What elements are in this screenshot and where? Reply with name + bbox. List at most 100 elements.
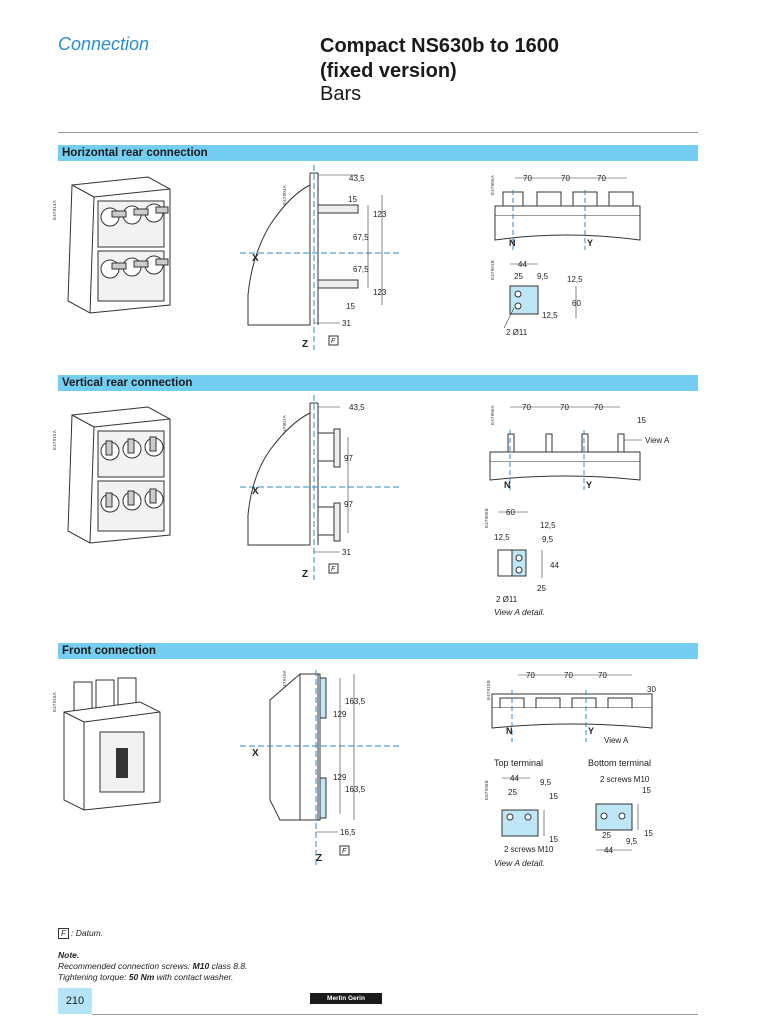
figure-code: E47914A xyxy=(52,200,57,220)
view-a-label: View A xyxy=(604,736,629,745)
bar-pitch-vertical: 70 70 70 15 View A N Y xyxy=(489,403,670,490)
header-divider xyxy=(58,132,698,133)
axis-x-label: X xyxy=(252,486,259,497)
section-vertical-title: Vertical rear connection xyxy=(58,375,698,391)
dim-9-5: 9,5 xyxy=(542,535,554,544)
pitch-70-a: 70 xyxy=(526,671,535,680)
bottom-dim-15-upper: 15 xyxy=(642,786,651,795)
dim-163-5-upper: 163,5 xyxy=(345,697,366,706)
side-view-horizontal: 43,5 15 123 67,5 67,5 123 15 31 X Z F xyxy=(240,165,400,350)
figure-code: E47905B xyxy=(484,508,489,528)
dim-97-upper: 97 xyxy=(344,454,353,463)
axis-x-label: X xyxy=(252,253,259,264)
dim-15-lower: 15 xyxy=(346,302,355,311)
pitch-70-c: 70 xyxy=(598,671,607,680)
datum-symbol: F xyxy=(331,338,336,345)
dim-43-5: 43,5 xyxy=(349,403,365,412)
note-title: Note. xyxy=(58,950,80,960)
axis-y-label: Y xyxy=(586,480,592,490)
axis-y-label: Y xyxy=(587,238,593,248)
bottom-screws-label: 2 screws M10 xyxy=(600,775,650,784)
section-horizontal-title: Horizontal rear connection xyxy=(58,145,698,161)
dim-15: 15 xyxy=(637,416,646,425)
axis-x-label: X xyxy=(252,748,259,759)
dim-44: 44 xyxy=(518,260,527,269)
pitch-70-a: 70 xyxy=(522,403,531,412)
pitch-70-b: 70 xyxy=(564,671,573,680)
dim-25: 25 xyxy=(537,584,546,593)
bottom-dim-9-5: 9,5 xyxy=(626,837,638,846)
bottom-dim-25: 25 xyxy=(602,831,611,840)
top-dim-44: 44 xyxy=(510,774,519,783)
top-dim-15-upper: 15 xyxy=(549,792,558,801)
axis-z-label: Z xyxy=(302,569,308,580)
figure-code: E47901B xyxy=(490,260,495,280)
page-number: 210 xyxy=(58,988,92,1014)
axis-n-label: N xyxy=(509,238,516,248)
bar-pitch-front: 70 70 70 30 N Y View A xyxy=(491,671,656,745)
dim-12-5-left: 12,5 xyxy=(494,533,510,542)
page-subtitle: Bars xyxy=(320,83,362,105)
dim-123-upper: 123 xyxy=(373,210,387,219)
terminal-detail-horizontal: 44 25 9,5 12,5 60 12,5 2 Ø11 xyxy=(503,260,583,337)
pitch-70-b: 70 xyxy=(561,174,570,183)
axis-n-label: N xyxy=(504,480,511,490)
footer-divider xyxy=(92,1014,698,1015)
dim-123-lower: 123 xyxy=(373,288,387,297)
axis-n-label: N xyxy=(506,726,513,736)
dim-67-5-lower: 67,5 xyxy=(353,265,369,274)
top-dim-9-5: 9,5 xyxy=(540,778,552,787)
dim-25: 25 xyxy=(514,272,523,281)
figure-code: E47916A xyxy=(52,692,57,712)
datum-symbol: F xyxy=(58,928,69,939)
section-front-title: Front connection xyxy=(58,643,698,659)
title-line-2: (fixed version) xyxy=(320,60,457,82)
dim-9-5: 9,5 xyxy=(537,272,549,281)
axis-y-label: Y xyxy=(588,726,594,736)
dim-60: 60 xyxy=(572,299,581,308)
pitch-70-c: 70 xyxy=(597,174,606,183)
brand-logo: Merlin Gerin xyxy=(310,993,382,1004)
page-title: Compact NS630b to 1600 (fixed version) xyxy=(320,34,720,84)
figure-code: E47915B xyxy=(486,680,491,700)
dim-12-5-top: 12,5 xyxy=(567,275,583,284)
note-line-1: Recommended connection screws: M10 class… xyxy=(58,961,248,971)
datum-symbol: F xyxy=(331,566,336,573)
view-a-detail-caption: View A detail. xyxy=(494,858,545,868)
dim-16-5: 16,5 xyxy=(340,828,356,837)
dim-129-lower: 129 xyxy=(333,773,347,782)
bottom-dim-15-lower: 15 xyxy=(644,829,653,838)
dim-12-5-bottom: 12,5 xyxy=(542,311,558,320)
top-terminal-label: Top terminal xyxy=(494,758,544,768)
pitch-70-c: 70 xyxy=(594,403,603,412)
section-tag: Connection xyxy=(58,34,150,54)
dim-31: 31 xyxy=(342,319,351,328)
axis-z-label: Z xyxy=(316,853,322,864)
holes-label: 2 Ø11 xyxy=(496,595,518,604)
datum-symbol: F xyxy=(342,848,347,855)
bottom-dim-44: 44 xyxy=(604,846,613,855)
note-line-2: Tightening torque: 50 Nm with contact wa… xyxy=(58,972,234,982)
breaker-front-illustration xyxy=(63,677,161,811)
bar-pitch-horizontal: 70 70 70 N Y xyxy=(494,174,641,250)
dim-67-5-upper: 67,5 xyxy=(353,233,369,242)
top-dim-15-lower: 15 xyxy=(549,835,558,844)
dim-129-upper: 129 xyxy=(333,710,347,719)
side-view-vertical: 43,5 97 97 31 X Z F xyxy=(240,395,400,580)
datum-legend: F: Datum. xyxy=(58,928,103,939)
holes-label: 2 Ø11 xyxy=(506,328,528,337)
pitch-70-b: 70 xyxy=(560,403,569,412)
axis-z-label: Z xyxy=(302,339,308,350)
dim-31: 31 xyxy=(342,548,351,557)
datum-label: : Datum. xyxy=(71,928,104,938)
top-screws-label: 2 screws M10 xyxy=(504,845,554,854)
terminal-detail-vertical: 60 12,5 12,5 9,5 44 25 2 Ø11 xyxy=(494,508,559,604)
bottom-terminal-label: Bottom terminal xyxy=(588,758,652,768)
dim-30: 30 xyxy=(647,685,656,694)
dim-60: 60 xyxy=(506,508,515,517)
top-terminal-detail: 44 9,5 25 15 15 2 screws M10 xyxy=(501,774,558,854)
note-block: Note. Recommended connection screws: M10… xyxy=(58,950,247,983)
breaker-rear-horizontal-illustration xyxy=(67,176,171,314)
bottom-terminal-detail: 2 screws M10 15 25 15 9,5 44 xyxy=(595,775,653,855)
dim-15-upper: 15 xyxy=(348,195,357,204)
